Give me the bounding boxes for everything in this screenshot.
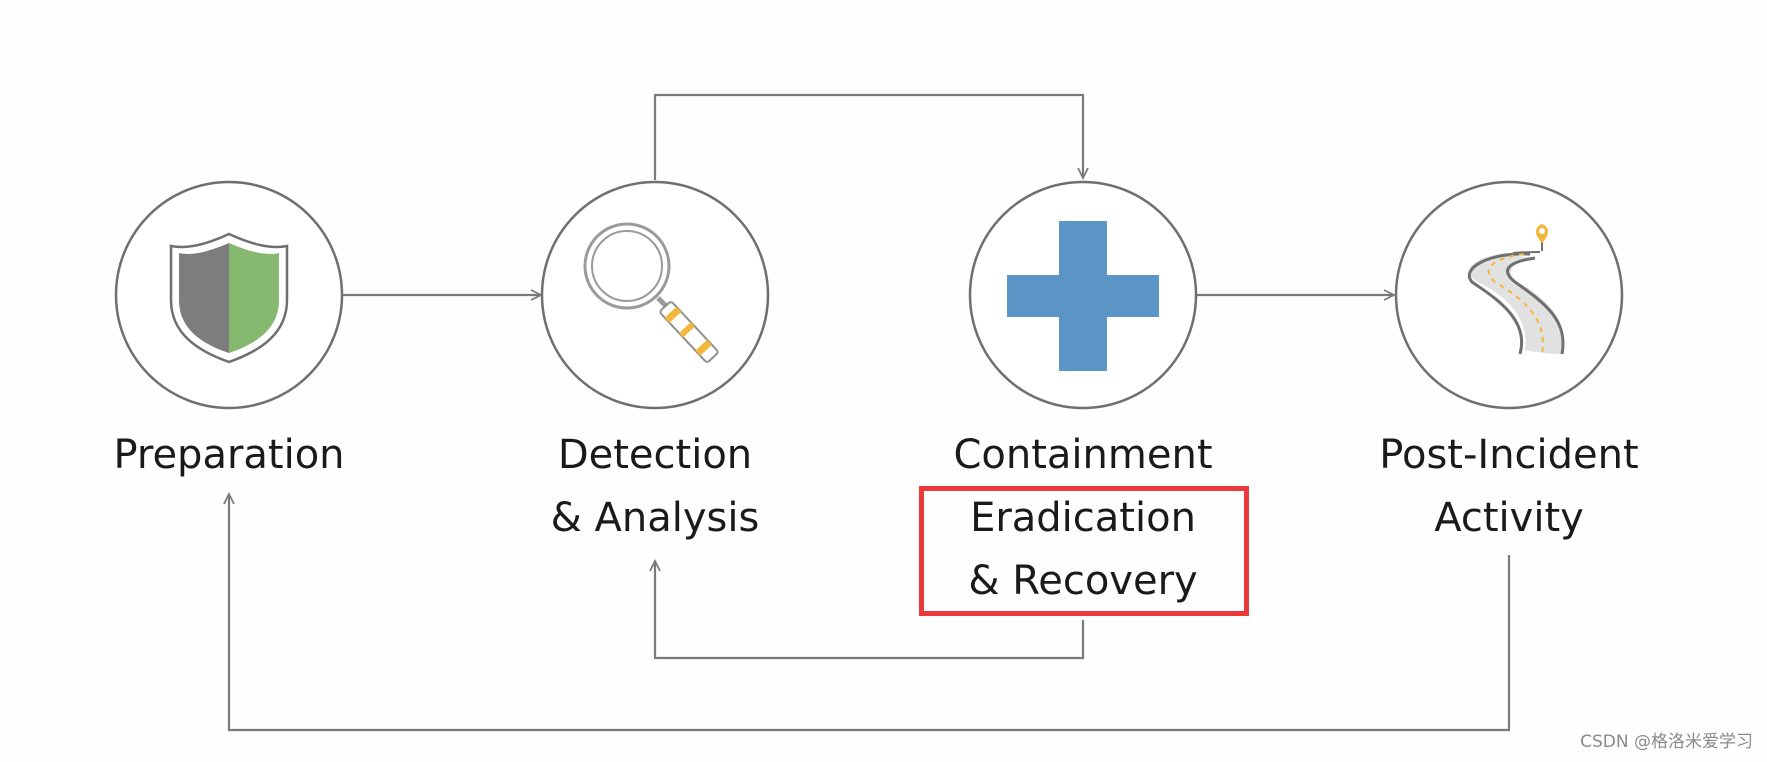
label-containment: Containment Eradication & Recovery [913, 424, 1253, 613]
label-preparation: Preparation [69, 424, 389, 487]
label-containment-line-1: Containment [953, 432, 1213, 478]
label-detection-analysis: Detection & Analysis [495, 424, 815, 550]
shield-icon [169, 232, 289, 364]
highlight-box [919, 486, 1249, 616]
arrow-detection-to-containment-loop [653, 93, 1089, 181]
label-containment-line-3: & Recovery [968, 558, 1198, 604]
magnifier-icon [583, 222, 719, 363]
arrow-post-incident-back-to-preparation [223, 491, 1511, 732]
label-preparation-line-1: Preparation [113, 432, 345, 478]
label-post-incident: Post-Incident Activity [1339, 424, 1679, 550]
label-detection-line-1: Detection [557, 432, 753, 478]
label-containment-line-2: Eradication [970, 495, 1196, 541]
plus-icon [1007, 221, 1159, 371]
road-icon [1468, 224, 1565, 355]
label-post-incident-line-1: Post-Incident [1379, 432, 1639, 478]
arrow-containment-back-to-detection [649, 558, 1085, 660]
label-detection-line-2: & Analysis [550, 495, 760, 541]
label-post-incident-line-2: Activity [1434, 495, 1584, 541]
watermark: CSDN @格洛米爱学习 [1580, 732, 1753, 752]
